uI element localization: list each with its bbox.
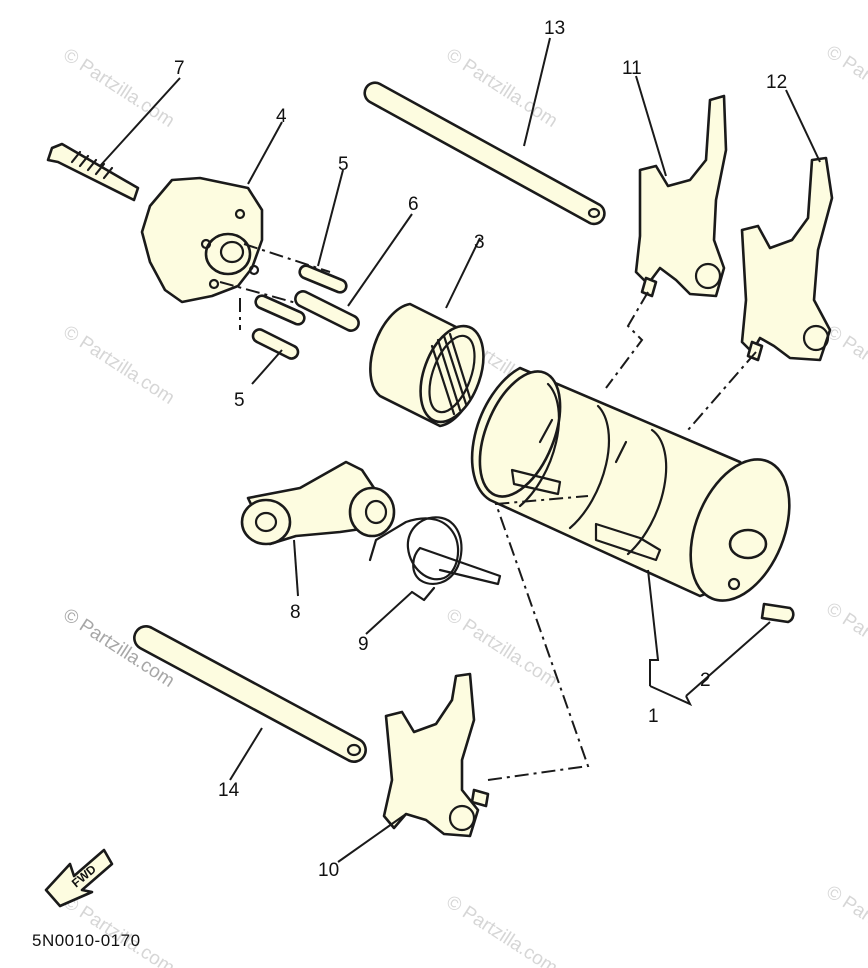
- guide-bar-14: [133, 625, 367, 763]
- watermark: © Partzilla.com: [822, 599, 868, 686]
- callout-10: 10: [318, 860, 339, 881]
- callout-7: 7: [174, 58, 185, 79]
- diagram-code: 5N0010-0170: [32, 931, 141, 950]
- leader-lines: [99, 37, 821, 863]
- watermark: © Partzilla.com: [822, 882, 868, 968]
- segment-4: [140, 176, 264, 304]
- callouts: 1 2 3 4 5 5 6 7 8 9 10 11 12 13 14: [174, 18, 787, 881]
- callout-9: 9: [358, 634, 369, 655]
- shift-fork-10: [382, 672, 490, 838]
- callout-14: 14: [218, 780, 240, 801]
- callout-1: 1: [648, 706, 659, 727]
- callout-5-lower: 5: [234, 390, 245, 411]
- guide-bar-13: [363, 81, 606, 226]
- pin-5-lower: [251, 328, 300, 360]
- assembly-line: [219, 243, 331, 330]
- shift-fork-11: [634, 94, 728, 298]
- bearing-3: [369, 302, 485, 428]
- shift-fork-12: [740, 156, 834, 362]
- watermark: © Partzilla.com: [442, 45, 561, 132]
- callout-3: 3: [474, 232, 485, 253]
- watermark: © Partzilla.com: [59, 45, 178, 132]
- callout-13: 13: [544, 18, 565, 39]
- callout-11: 11: [622, 58, 642, 79]
- callout-8: 8: [290, 602, 301, 623]
- spring-9: [368, 516, 502, 602]
- watermark: © Partzilla.com: [442, 892, 561, 968]
- callout-5-upper: 5: [338, 154, 349, 175]
- assembly-lines: [487, 291, 757, 781]
- pin-5-upper: [298, 264, 348, 294]
- watermark: © Partzilla.com: [822, 42, 868, 129]
- pin-6: [294, 290, 360, 332]
- pin-2: [760, 602, 795, 624]
- shift-arm-8: [240, 460, 396, 546]
- pin-5-middle: [254, 294, 306, 326]
- bolt-7: [46, 142, 140, 202]
- callout-4: 4: [276, 106, 287, 127]
- shift-drum: [470, 366, 791, 602]
- callout-6: 6: [408, 194, 419, 215]
- callout-2: 2: [700, 670, 711, 691]
- fwd-arrow-icon: FWD: [44, 848, 114, 908]
- watermark: © Partzilla.com: [59, 322, 178, 409]
- callout-12: 12: [766, 72, 787, 93]
- watermark: © Partzilla.com: [59, 892, 178, 968]
